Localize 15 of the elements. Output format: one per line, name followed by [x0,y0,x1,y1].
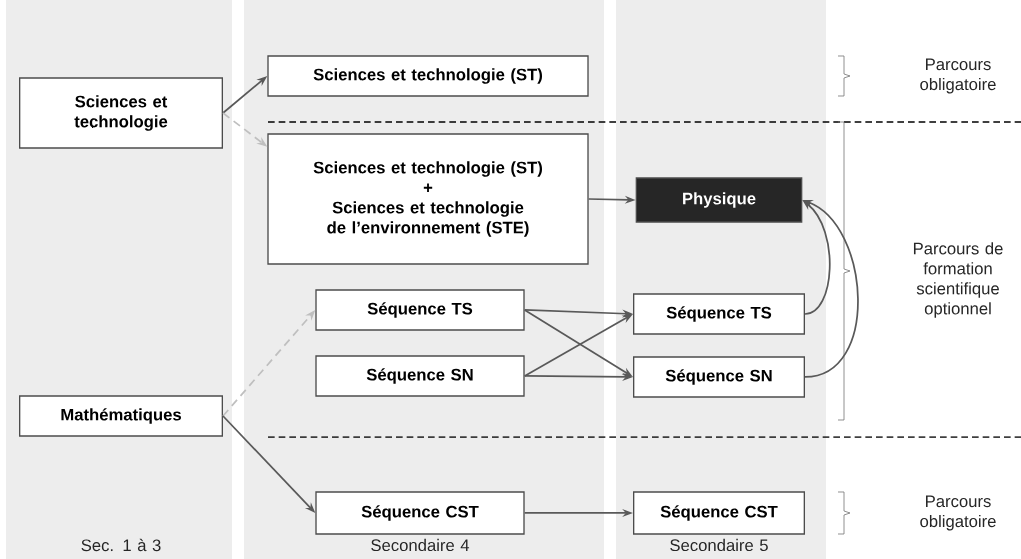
course-box: Séquence CST [633,491,805,535]
course-box: Séquence SN [633,356,805,398]
course-box: Séquence CST [315,491,525,535]
column-label: Sec. 1 à 3 [81,538,161,552]
course-box: Sciences et technologie [19,77,223,149]
course-box: Mathématiques [19,395,223,437]
course-box: Séquence SN [315,355,525,397]
highlight-box: Physique [635,177,803,223]
course-box: Séquence TS [633,293,805,335]
track-label: Parcours de formation scientifique optionnel [913,242,1003,318]
course-box: Séquence TS [315,289,525,331]
track-label: Parcours obligatoire [920,495,996,531]
track-label: Parcours obligatoire [920,58,996,94]
course-box: Sciences et technologie (ST) [267,55,589,97]
course-box: Sciences et technologie (ST) + Sciences et technologie de l’environnement (STE) [267,133,589,265]
